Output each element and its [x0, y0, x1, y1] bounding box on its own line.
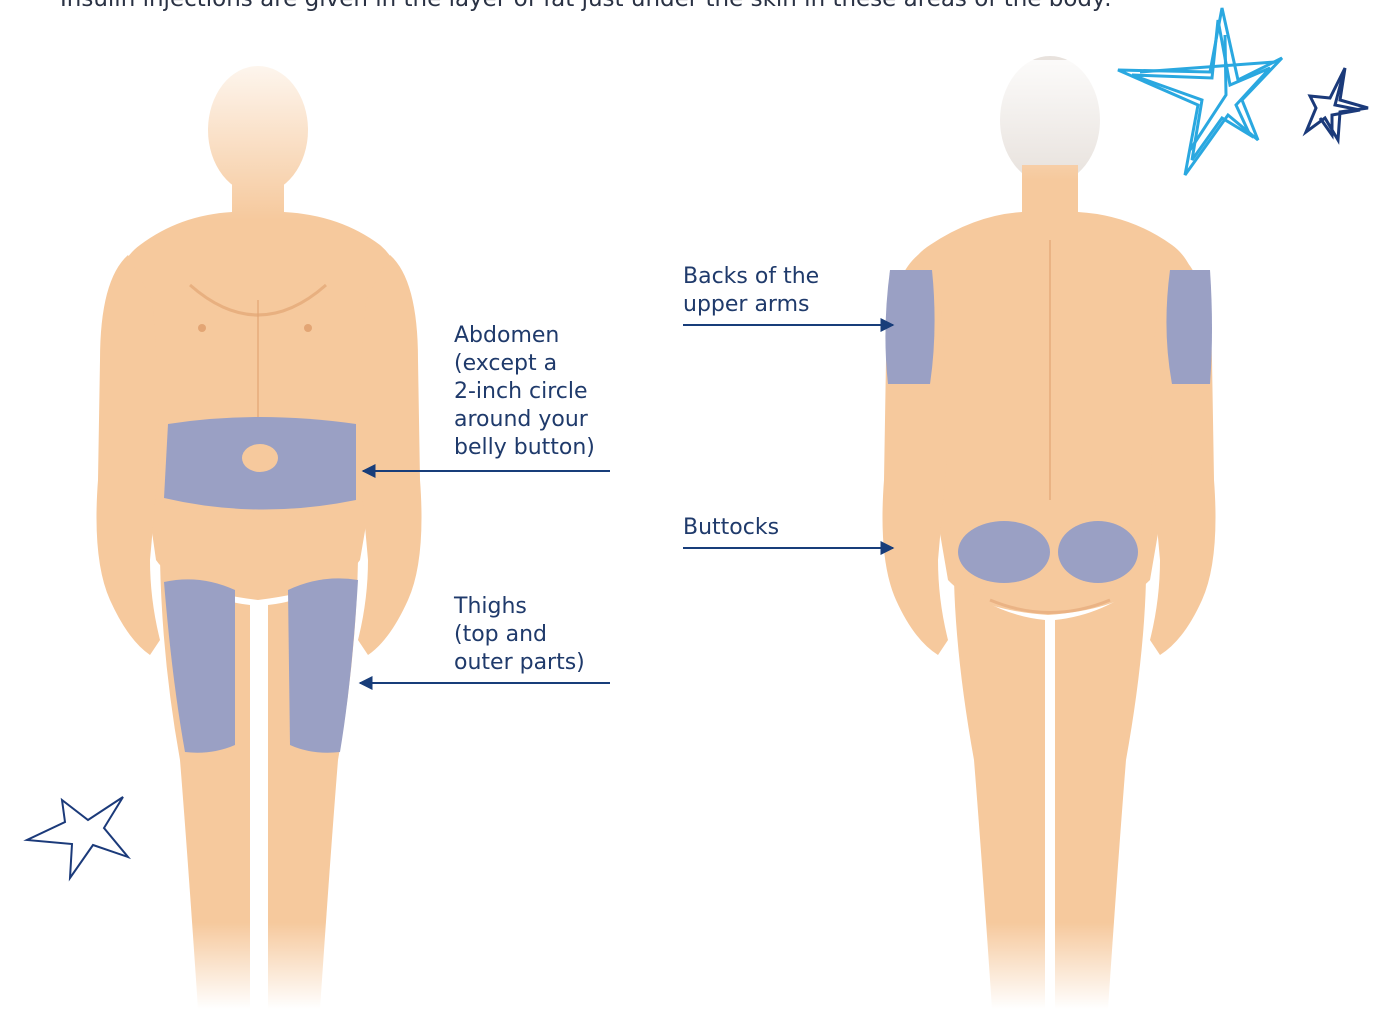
buttock-site-left [958, 521, 1050, 583]
abdomen-label-line: 2-inch circle [454, 378, 595, 406]
thighs-label-line: (top and [454, 621, 585, 649]
upper-arms-label-line: Backs of the [683, 263, 819, 291]
buttock-site-right [1058, 521, 1138, 583]
star-scribble-navy-icon [1306, 68, 1368, 140]
star-scribble-blue-icon [1118, 8, 1282, 175]
abdomen-label: Abdomen (except a 2-inch circle around y… [454, 322, 595, 462]
abdomen-label-line: Abdomen [454, 322, 595, 350]
buttocks-label-line: Buttocks [683, 514, 779, 542]
back-body-figure [870, 56, 1230, 1009]
front-body-figure [90, 60, 430, 1009]
thighs-label-line: Thighs [454, 593, 585, 621]
belly-button-exclusion [242, 444, 278, 472]
upper-arms-label-line: upper arms [683, 291, 819, 319]
abdomen-label-line: (except a [454, 350, 595, 378]
upper-arm-site-right [1166, 270, 1212, 384]
upper-arm-site-left [885, 270, 934, 384]
abdomen-label-line: around your [454, 406, 595, 434]
buttocks-label: Buttocks [683, 514, 779, 542]
abdomen-label-line: belly button) [454, 434, 595, 462]
upper-arms-label: Backs of the upper arms [683, 263, 819, 319]
thighs-label: Thighs (top and outer parts) [454, 593, 585, 677]
thighs-label-line: outer parts) [454, 649, 585, 677]
